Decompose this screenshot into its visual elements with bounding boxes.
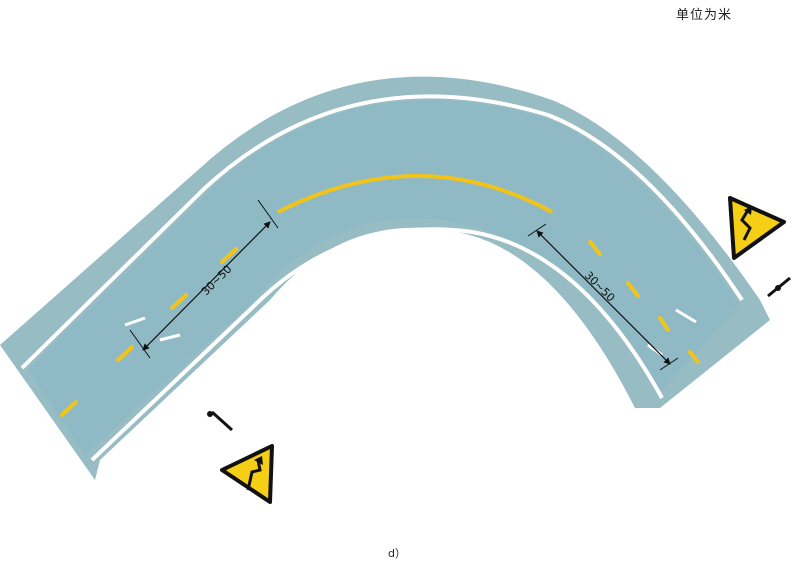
road-surface [28,100,740,455]
lane-arrow-left-lower [159,333,181,342]
reverse-curve-left-icon [740,209,752,241]
center-solid-line [277,174,553,214]
inner-edge-line [90,227,664,462]
outer-edge-line [20,94,744,370]
curve-right-warning-sign [220,444,274,504]
lane-arrow-right-upper [675,308,697,324]
center-dashed-line-right [588,240,700,364]
curve-left-warning-sign [728,196,786,260]
sign-post-left [207,410,234,432]
unit-label: 单位为米 [676,8,733,23]
lane-arrow-left-upper [124,316,146,327]
reverse-curve-right-icon [246,459,262,491]
center-dashed-line-left [60,247,238,417]
figure-caption: d） [388,547,406,560]
sign-post-right [767,276,791,298]
